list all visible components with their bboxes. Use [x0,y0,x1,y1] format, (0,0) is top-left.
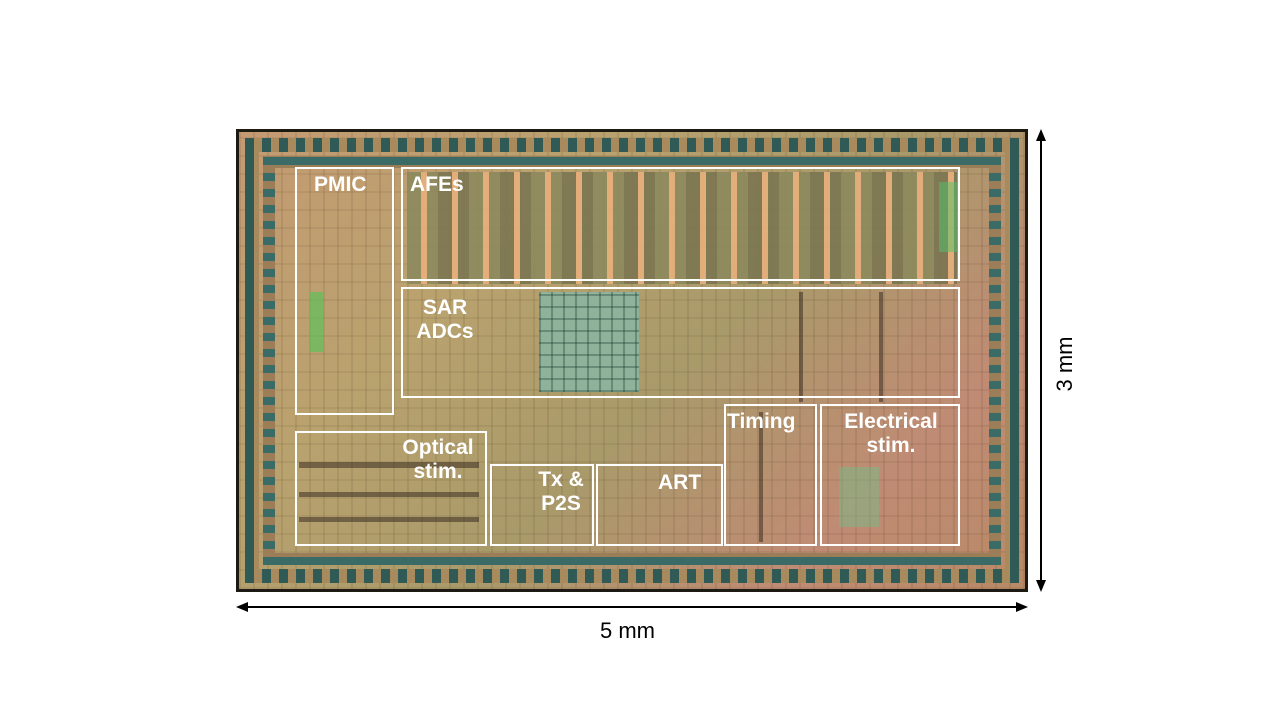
sar-adcs-block-outline [401,287,960,398]
optical-stim-label-line1: Optical [402,436,474,459]
timing-label: Timing [727,410,796,433]
tx-p2s-block-outline [490,464,594,546]
tx-p2s-label-line1: Tx & [538,468,584,491]
electrical-stim-label-line1: Electrical [844,410,938,433]
height-dimension-arrow [1036,129,1046,592]
tx-p2s-label: Tx & P2S [530,468,592,516]
sar-adcs-label-line2: ADCs [416,320,474,343]
circuit-trace [759,412,763,542]
chip-die-photo [236,129,1028,592]
circuit-trace [299,492,479,497]
art-block-outline [596,464,723,546]
height-dimension-label: 3 mm [1052,336,1077,392]
optical-stim-block-outline [295,431,487,546]
circuit-patch [839,467,879,527]
circuit-trace [299,462,479,468]
optical-stim-label: Optical stim. [392,436,484,484]
adc-array-texture [539,292,639,392]
art-label: ART [658,471,702,494]
circuit-trace [299,517,479,522]
electrical-stim-block-outline [820,404,960,546]
optical-stim-label-line2: stim. [413,460,463,483]
sar-adcs-label: SAR ADCs [410,296,480,344]
pmic-label: PMIC [314,173,367,196]
pmic-block-outline [295,167,394,415]
tx-p2s-label-line2: P2S [541,492,581,515]
timing-block-outline [724,404,817,546]
electrical-stim-label-line2: stim. [866,434,916,457]
afe-circuit-texture [407,172,957,284]
circuit-trace [799,292,803,402]
width-dimension-arrow [236,602,1028,612]
width-dimension-label: 5 mm [600,618,655,643]
circuit-patch [309,292,323,352]
afes-block-outline [401,167,960,281]
electrical-stim-label: Electrical stim. [830,410,952,458]
circuit-patch [939,182,957,252]
afes-label: AFEs [410,173,464,196]
sar-adcs-label-line1: SAR [422,296,468,319]
circuit-trace [879,292,883,402]
